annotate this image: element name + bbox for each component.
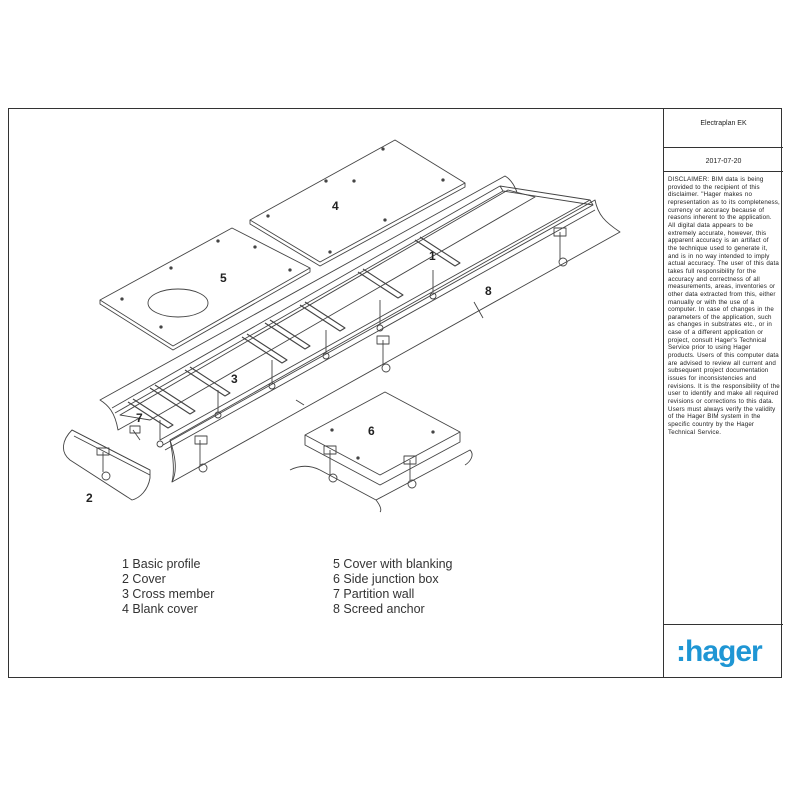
- drawing-sheet: [8, 108, 782, 678]
- hager-logo: :hager: [676, 635, 763, 668]
- side-junction-box: [289, 391, 473, 513]
- legend-item: 3 Cross member: [122, 587, 215, 601]
- isometric-drawing: 1 2 3 4 5 6 7 8: [63, 139, 621, 513]
- disclaimer-text: DISCLAIMER: BIM data is being provided t…: [668, 176, 780, 436]
- legend-item: 7 Partition wall: [333, 587, 415, 601]
- title-block: Electraplan EK 2017-07-20 DISCLAIMER: BI…: [663, 108, 783, 678]
- legend-item: 4 Blank cover: [122, 602, 198, 616]
- partition-wall: [129, 425, 141, 434]
- drawing-date: 2017-07-20: [664, 148, 783, 172]
- callout-6: 6: [368, 424, 375, 438]
- support-feet: [156, 227, 568, 473]
- legend-item: 2 Cover: [122, 572, 166, 586]
- legend-item: 6 Side junction box: [333, 572, 439, 586]
- legend-left: 1 Basic profile 2 Cover 3 Cross member 4…: [122, 557, 214, 617]
- callout-5: 5: [220, 271, 227, 285]
- callout-3: 3: [231, 372, 238, 386]
- screed-anchor: [295, 301, 484, 406]
- callout-8: 8: [485, 284, 492, 298]
- cross-members: [127, 236, 461, 429]
- cover-segment: [63, 429, 151, 501]
- cover-with-blanking-panel: [99, 227, 311, 351]
- callout-7: 7: [136, 411, 143, 425]
- legend-item: 1 Basic profile: [122, 557, 201, 571]
- callout-1: 1: [429, 249, 436, 263]
- legend-item: 8 Screed anchor: [333, 602, 425, 616]
- callout-4: 4: [332, 199, 339, 213]
- legend-right: 5 Cover with blanking 6 Side junction bo…: [333, 557, 453, 617]
- blank-cover-panel: [249, 139, 466, 267]
- drawing-title: Electraplan EK: [664, 108, 783, 148]
- callout-2: 2: [86, 491, 93, 505]
- basic-profile-trunking: [99, 175, 621, 483]
- logo-box: :hager: [664, 624, 783, 678]
- legend-item: 5 Cover with blanking: [333, 557, 453, 571]
